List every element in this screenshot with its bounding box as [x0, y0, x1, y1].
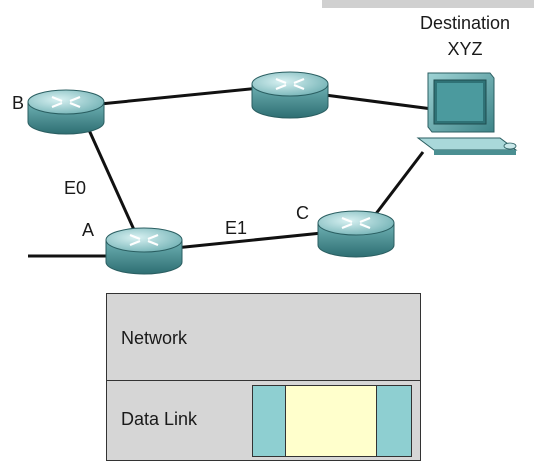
frame-payload-block — [286, 385, 376, 457]
destination-label-line2: XYZ — [447, 39, 483, 59]
frame-header-block — [252, 385, 286, 457]
destination-label: Destination XYZ — [400, 10, 530, 62]
top-bar — [322, 0, 534, 8]
router-c-label: C — [296, 203, 309, 223]
router-top-icon[interactable] — [251, 71, 329, 119]
data-link-layer-label: Data Link — [121, 409, 198, 429]
link-mid-dest — [324, 93, 441, 112]
interface-e1-label: E1 — [225, 218, 248, 238]
interface-e0-label: E0 — [64, 178, 87, 198]
router-b-label: B — [12, 93, 25, 113]
router-b-icon[interactable] — [27, 89, 105, 135]
computer-icon[interactable] — [416, 72, 518, 155]
destination-label-line1: Destination — [419, 13, 511, 33]
router-a-label: A — [82, 220, 95, 240]
links — [28, 86, 441, 258]
frame-trailer-block — [376, 385, 412, 457]
network-layer-label: Network — [121, 328, 188, 348]
layer-stack: Network Data Link — [106, 293, 421, 461]
router-c-icon[interactable] — [317, 210, 395, 258]
link-b-mid — [99, 86, 261, 106]
router-a-icon[interactable] — [105, 227, 183, 275]
link-c-dest — [373, 151, 425, 216]
network-layer: Network — [107, 294, 420, 381]
data-link-layer: Data Link — [107, 381, 420, 460]
link-a-c — [174, 231, 323, 250]
